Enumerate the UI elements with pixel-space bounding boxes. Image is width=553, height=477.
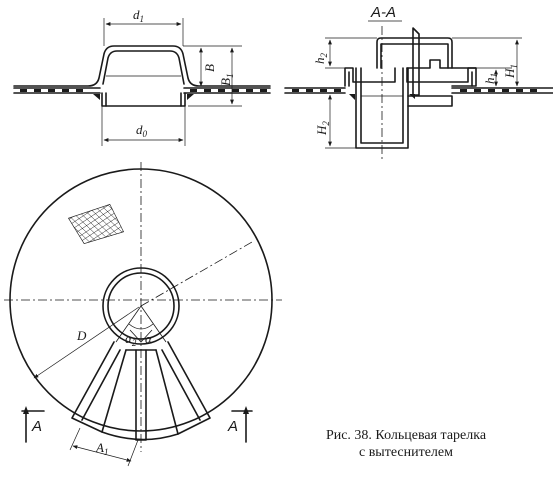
cut-label-left: A (31, 418, 42, 435)
svg-text:d1: d1 (133, 7, 144, 24)
svg-text:d0: d0 (136, 122, 148, 139)
dimension-h2: h2 (312, 37, 377, 69)
svg-text:H2: H2 (314, 121, 331, 136)
section-title: A-A (370, 4, 396, 21)
svg-text:A1: A1 (95, 440, 108, 457)
dimension-H1: H1 (452, 37, 522, 87)
label-H2-sub: 2 (321, 121, 331, 126)
side-view: d1 d0 B B1 (13, 7, 271, 146)
tray-plate-left (13, 87, 271, 94)
label-d0: d (136, 122, 143, 137)
label-h2: h (312, 58, 327, 65)
label-H2: H (314, 125, 329, 136)
dimension-A1: A1 (69, 427, 139, 467)
cap-outline (13, 45, 271, 87)
label-h1: h (482, 78, 497, 85)
label-A1: A (95, 440, 104, 455)
plan-view: α2 α D A1 A A (4, 162, 282, 467)
section-cut-left: A (21, 406, 45, 443)
riser-outer-circle (102, 267, 180, 345)
dimension-B: B (183, 45, 242, 87)
label-B: B (202, 64, 217, 72)
svg-text:B1: B1 (218, 74, 235, 86)
svg-text:H1: H1 (502, 64, 519, 79)
label-h2-sub: 2 (319, 53, 329, 58)
caption-line-2: с вытеснителем (358, 445, 453, 460)
label-B1-sub: 1 (225, 74, 235, 79)
downcomer-segment (71, 329, 211, 441)
cut-label-right: A (227, 418, 238, 435)
label-H1: H (502, 68, 517, 79)
dimension-d0: d0 (101, 106, 186, 146)
label-H1-sub: 1 (509, 64, 519, 69)
label-d1-sub: 1 (140, 14, 145, 24)
section-a-a: A-A (284, 4, 553, 160)
svg-text:h1: h1 (482, 73, 499, 84)
dimension-H2: H2 (314, 94, 356, 149)
section-cut-right: A (227, 406, 253, 443)
caption-line-1: Рис. 38. Кольцевая тарелка (325, 428, 487, 443)
label-A1-sub: 1 (104, 447, 109, 457)
label-alpha-right: α (145, 331, 153, 346)
dimension-d1: d1 (103, 7, 184, 46)
svg-text:α2: α2 (125, 331, 137, 348)
label-B1: B (218, 78, 233, 86)
label-d0-sub: 0 (143, 129, 148, 139)
label-D: D (76, 328, 87, 343)
figure-caption: Рис. 38. Кольцевая тарелка с вытеснителе… (286, 427, 526, 461)
angle-alpha: α2 α (115, 305, 167, 348)
dimension-B1: B1 (188, 47, 242, 107)
svg-text:h2: h2 (312, 53, 329, 65)
label-h1-sub: 1 (489, 73, 499, 78)
weld-marks (93, 94, 194, 100)
label-alpha-left: α (125, 331, 133, 346)
dimension-D: D (33, 306, 140, 379)
label-d1: d (133, 7, 140, 22)
dimension-h1: h1 (476, 67, 512, 87)
label-alpha-left-sub: 2 (132, 338, 137, 348)
